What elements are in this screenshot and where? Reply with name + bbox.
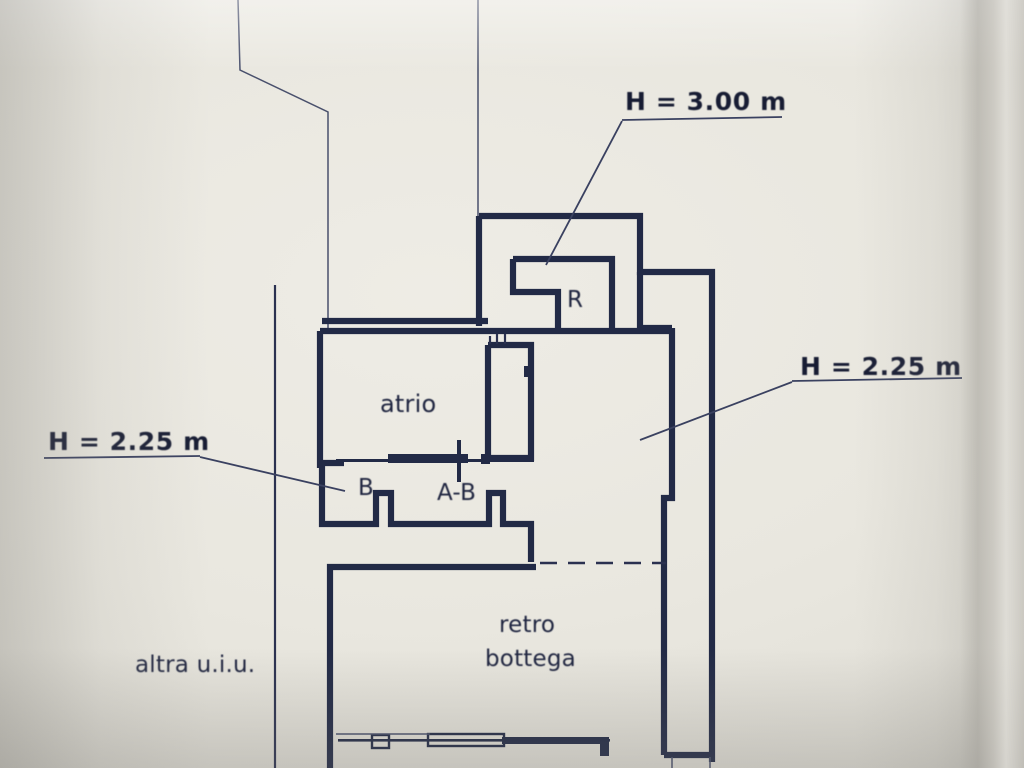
b-room-walls	[318, 466, 535, 562]
leader-h300	[545, 120, 623, 266]
bottom-wall-block	[502, 737, 608, 744]
dimension-underlines	[43, 116, 963, 459]
door-pivot-dot-icon	[481, 454, 490, 464]
leader-h225-left	[199, 456, 346, 492]
bottom-sill-thin-line	[338, 739, 610, 742]
dimension-note-h225-left: H = 2.25 m	[48, 427, 210, 456]
room-label-altra-uiu: altra u.i.u.	[135, 652, 255, 678]
room-label-bottega: bottega	[485, 646, 576, 672]
dimension-note-h300: H = 3.00 m	[625, 87, 787, 116]
jamb-tick-right-icon	[524, 366, 529, 377]
boundary-hairlines	[237, 0, 479, 330]
room-label-r: R	[567, 287, 583, 313]
room-label-retro: retro	[499, 612, 555, 638]
small-room-walls	[484, 341, 535, 462]
underline-h300	[621, 116, 783, 121]
retro-bottega-outline	[326, 563, 536, 768]
upper-left-boundary-line	[237, 0, 329, 330]
r-room-outer-wall	[513, 255, 616, 331]
retro-bottega-walls	[326, 563, 536, 768]
underline-h225-right	[791, 377, 963, 382]
underline-h225-left	[43, 455, 201, 459]
stair-shaft	[484, 334, 535, 462]
leader-h225-right	[639, 381, 793, 441]
service-rooms-block	[318, 466, 535, 562]
bottom-square-opening	[370, 733, 391, 750]
north-outer-wall	[479, 212, 716, 762]
dimension-note-h225-right: H = 2.25 m	[800, 352, 962, 381]
room-label-b: B	[358, 475, 374, 501]
atrio-sill-block	[388, 454, 468, 463]
bottom-end-stub	[600, 737, 609, 756]
right-inner-wall	[660, 328, 676, 755]
dimension-leaders	[199, 120, 793, 492]
room-label-a-b: A-B	[437, 480, 476, 506]
atrio-walls	[316, 317, 672, 468]
atrio-sash-tick	[457, 440, 461, 482]
window-details	[336, 440, 610, 756]
r-room-inner-wall	[509, 259, 562, 334]
north-block-step-wall	[636, 272, 672, 332]
right-wall-assembly	[660, 328, 712, 768]
north-block-walls	[475, 212, 716, 762]
room-label-atrio: atrio	[380, 390, 436, 418]
